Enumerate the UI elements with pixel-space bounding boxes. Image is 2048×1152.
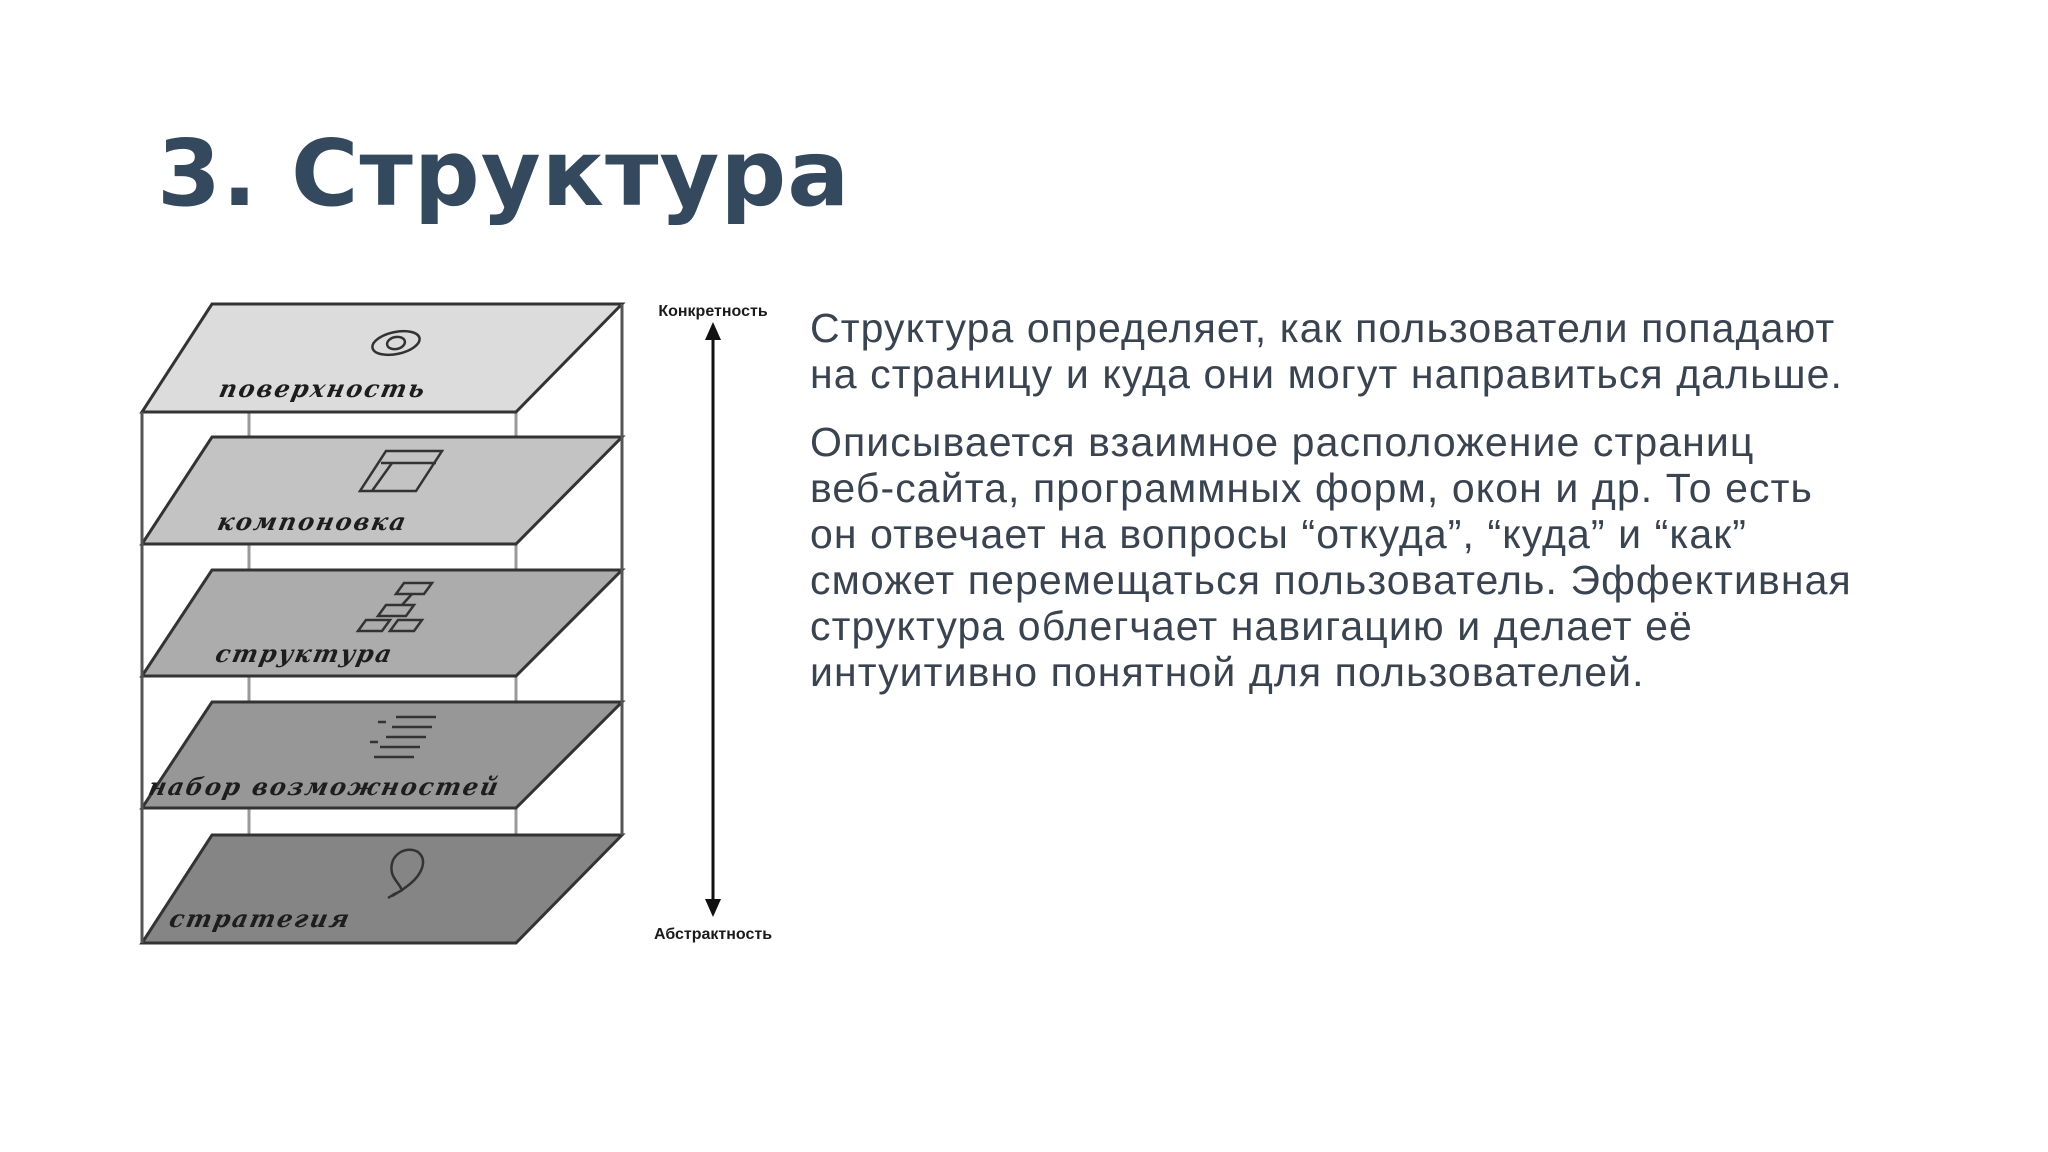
layout-icon — [357, 449, 445, 493]
axis-top-label: Конкретность — [658, 303, 767, 320]
eye-icon — [371, 329, 421, 357]
layer-plate — [139, 700, 626, 810]
paragraph-intro: Структура определяет, как пользователи п… — [810, 305, 1843, 397]
flowchart-icon — [355, 581, 435, 633]
layer-label: компоновка — [215, 507, 411, 536]
layers-diagram-svg: поверхность компоновка структура — [139, 302, 772, 945]
layer-plate — [139, 302, 626, 414]
layer-layout: компоновка — [139, 435, 626, 546]
layer-label: поверхность — [217, 374, 430, 403]
layer-strategy: стратегия — [139, 833, 626, 945]
layer-plate — [139, 568, 626, 678]
layer-label: набор возможностей — [146, 772, 503, 801]
arrow-down-icon — [705, 899, 721, 917]
list-icon — [370, 715, 436, 759]
arrow-up-icon — [705, 322, 721, 340]
paragraph-details: Описывается взаимное расположение страни… — [810, 419, 1852, 695]
layer-structure: структура — [139, 568, 626, 678]
layer-surface: поверхность — [139, 302, 626, 414]
layer-label: стратегия — [167, 904, 354, 933]
layer-label: структура — [213, 639, 396, 668]
axis-bottom-label: Абстрактность — [654, 926, 772, 943]
body-text: Структура определяет, как пользователи п… — [810, 305, 1990, 717]
layers-diagram: поверхность компоновка структура — [130, 290, 810, 960]
lightbulb-icon — [387, 848, 425, 900]
slide-title: 3. Структура — [157, 120, 851, 227]
layer-scope: набор возможностей — [139, 700, 626, 810]
abstraction-axis: Конкретность Абстрактность — [654, 303, 772, 943]
layer-plate — [139, 833, 626, 945]
